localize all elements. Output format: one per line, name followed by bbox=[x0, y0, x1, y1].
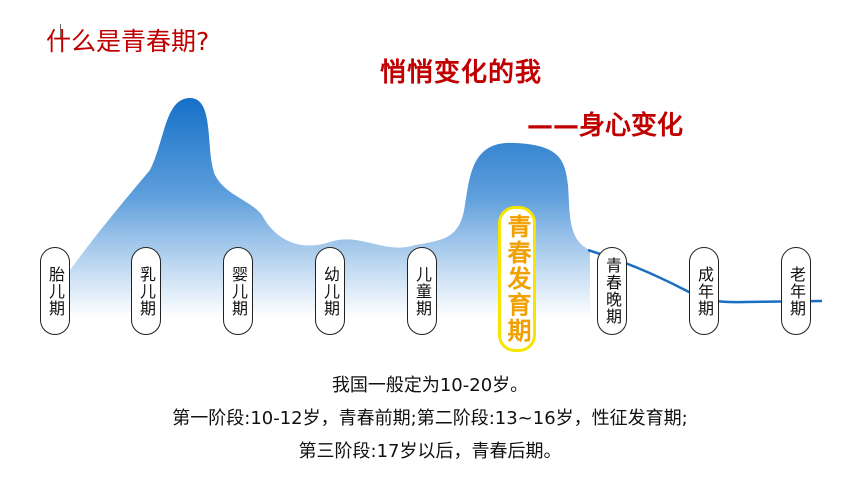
stage-label: 幼儿期 bbox=[321, 265, 340, 317]
description-line-3: 第三阶段:17岁以后，青春后期。 bbox=[298, 441, 562, 462]
stage-label: 成年期 bbox=[695, 265, 714, 317]
stage-label: 胎儿期 bbox=[46, 265, 65, 317]
description-line-2: 第一阶段:10-12岁，青春前期;第二阶段:13~16岁，性征发育期; bbox=[172, 408, 688, 429]
stage-1: 胎儿期 bbox=[40, 247, 70, 335]
stage-4: 幼儿期 bbox=[315, 247, 345, 335]
title-line-2: ——身心变化 bbox=[527, 111, 684, 141]
stage-label: 青春发育期 bbox=[503, 214, 531, 344]
stage-9: 老年期 bbox=[781, 247, 811, 335]
stage-2: 乳儿期 bbox=[131, 247, 161, 335]
stage-7: 青春晚期 bbox=[597, 247, 627, 335]
title-line-1: 悄悄变化的我 bbox=[380, 58, 543, 88]
stage-6: 青春发育期 bbox=[498, 206, 536, 352]
stage-label: 老年期 bbox=[787, 265, 806, 317]
stage-label: 乳儿期 bbox=[137, 265, 156, 317]
description-line-1: 我国一般定为10-20岁。 bbox=[331, 375, 529, 396]
stage-5: 儿童期 bbox=[407, 247, 437, 335]
growth-area bbox=[40, 98, 590, 318]
stage-8: 成年期 bbox=[689, 247, 719, 335]
stage-3: 婴儿期 bbox=[223, 247, 253, 335]
stage-label: 儿童期 bbox=[413, 265, 432, 317]
question-heading: 什么是青春期? bbox=[46, 27, 210, 56]
cursor-mark bbox=[60, 24, 61, 38]
stage-label: 青春晚期 bbox=[603, 257, 622, 325]
stage-label: 婴儿期 bbox=[229, 265, 248, 317]
